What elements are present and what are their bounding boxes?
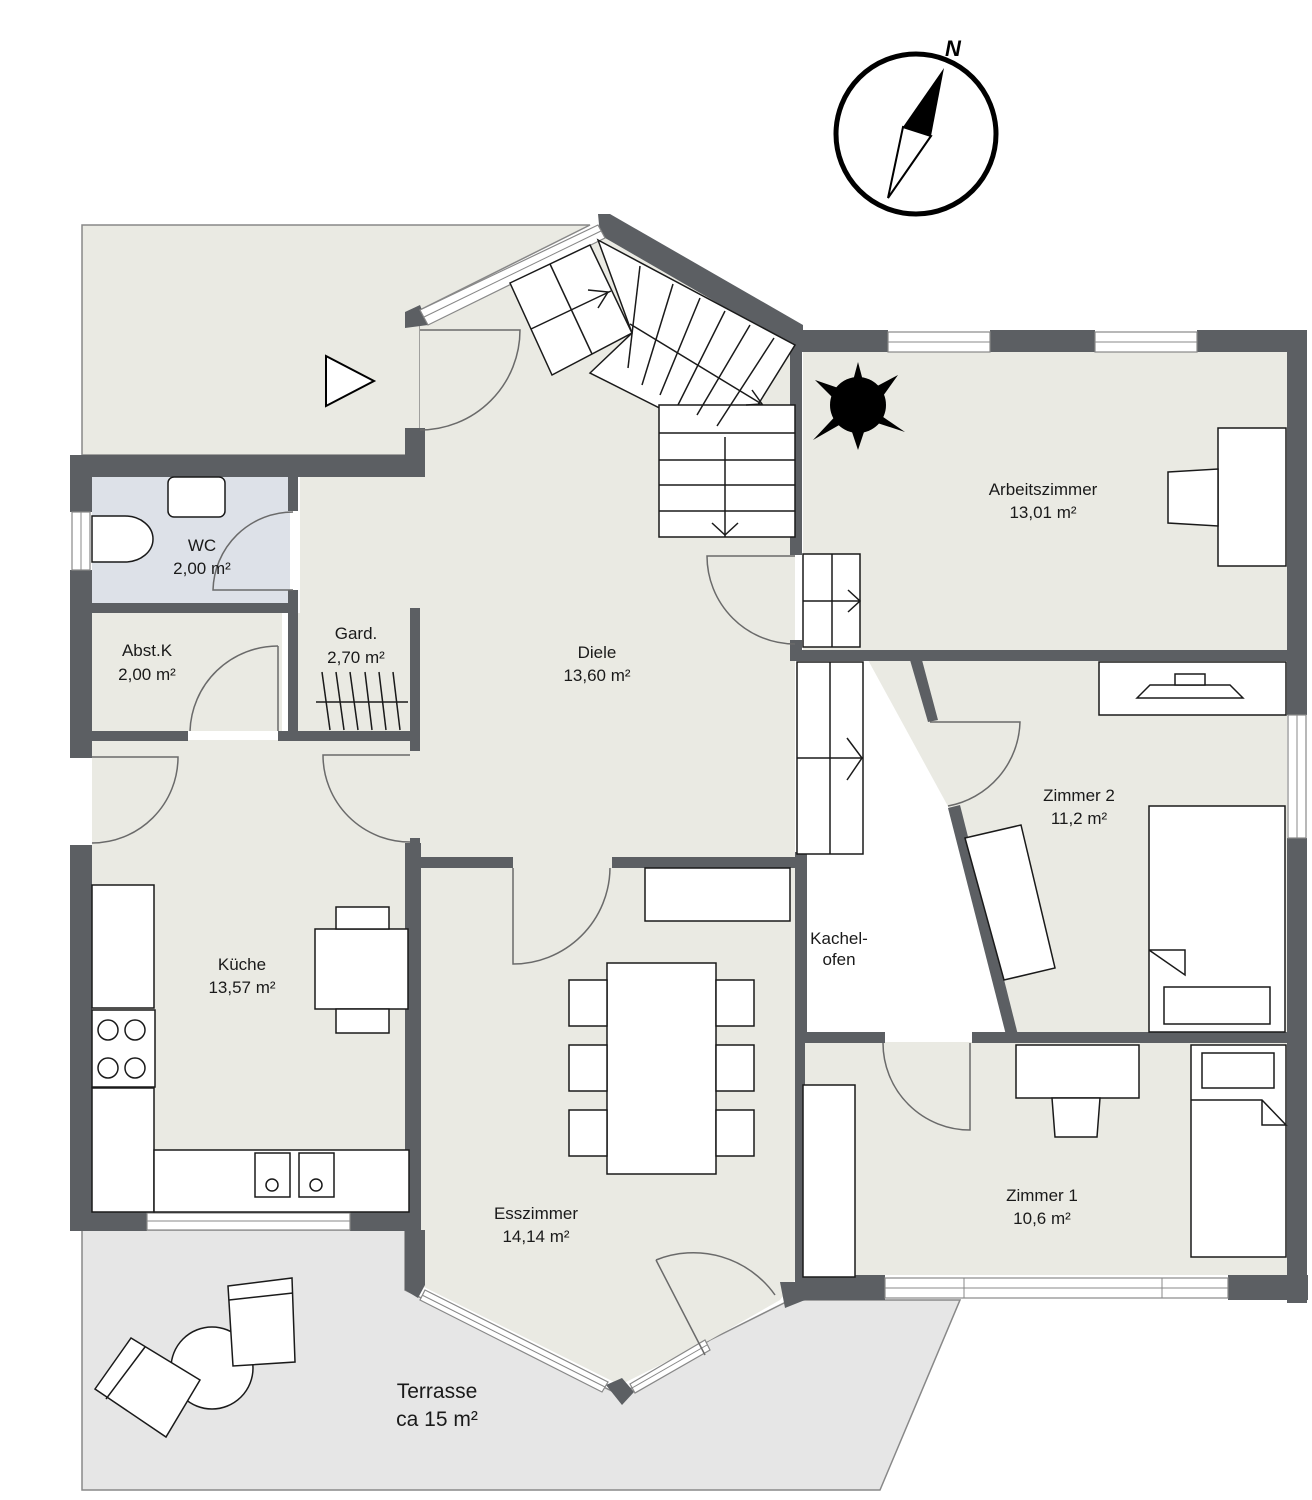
plant-icon bbox=[813, 362, 905, 450]
sink-icon bbox=[167, 476, 226, 518]
abstk-area: 2,00 m² bbox=[118, 665, 176, 684]
wc-door[interactable] bbox=[212, 511, 294, 591]
north-arrow-icon bbox=[903, 68, 944, 136]
room-labels: WC 2,00 m² Abst.K 2,00 m² Gard. 2,70 m² … bbox=[118, 480, 1115, 1431]
abstk-door[interactable] bbox=[189, 645, 279, 732]
sofa bbox=[964, 824, 1056, 981]
diele-name: Diele bbox=[578, 643, 617, 662]
kachelofen-line2: ofen bbox=[822, 950, 855, 969]
desk bbox=[1217, 427, 1287, 567]
doors bbox=[91, 329, 1021, 1356]
zimmer1-door[interactable] bbox=[882, 1042, 971, 1131]
wardrobe-hangers-icon bbox=[321, 671, 401, 731]
wc-area: 2,00 m² bbox=[173, 559, 231, 578]
zimmer2-area: 11,2 m² bbox=[1051, 809, 1108, 828]
dining-table bbox=[606, 962, 717, 1175]
sideboard bbox=[644, 867, 791, 922]
zimmer1-name: Zimmer 1 bbox=[1006, 1186, 1078, 1205]
sunlounger-1 bbox=[227, 1277, 296, 1367]
kueche-name: Küche bbox=[218, 955, 266, 974]
terrasse-area: ca 15 m² bbox=[396, 1408, 478, 1431]
gard-name: Gard. bbox=[335, 624, 378, 643]
desk-zimmer1 bbox=[1015, 1044, 1140, 1099]
kueche-door[interactable] bbox=[91, 756, 179, 844]
arbeitszimmer-area: 13,01 m² bbox=[1009, 503, 1076, 522]
south-arrow-icon bbox=[887, 125, 933, 199]
entrance-door[interactable] bbox=[419, 329, 521, 431]
kueche-area: 13,57 m² bbox=[208, 978, 275, 997]
entrance-triangle-icon bbox=[325, 354, 377, 408]
wardrobe-zimmer1 bbox=[802, 1084, 856, 1278]
toilet-icon bbox=[91, 515, 154, 563]
desk-chair bbox=[1167, 468, 1219, 527]
wc-name: WC bbox=[188, 536, 216, 555]
windows bbox=[71, 224, 1307, 1394]
arbeitszimmer-name: Arbeitszimmer bbox=[989, 480, 1098, 499]
compass-north-label: N bbox=[945, 36, 962, 61]
kachelofen-box bbox=[803, 862, 870, 1032]
furniture bbox=[91, 362, 1288, 1439]
compass: N bbox=[833, 36, 999, 217]
zimmer2-door[interactable] bbox=[930, 721, 1021, 807]
kitchen-counter bbox=[91, 884, 155, 1009]
zimmer1-area: 10,6 m² bbox=[1013, 1209, 1071, 1228]
staircase bbox=[509, 238, 797, 538]
diele-area: 13,60 m² bbox=[563, 666, 630, 685]
terrace-door[interactable] bbox=[655, 1252, 776, 1356]
esszimmer-name: Esszimmer bbox=[494, 1204, 578, 1223]
kitchen-table bbox=[314, 928, 409, 1010]
esszimmer-area: 14,14 m² bbox=[502, 1227, 569, 1246]
kachelofen-line1: Kachel- bbox=[810, 929, 868, 948]
terrasse-name: Terrasse bbox=[397, 1380, 478, 1403]
zimmer2-name: Zimmer 2 bbox=[1043, 786, 1115, 805]
abstk-name: Abst.K bbox=[122, 641, 173, 660]
walls bbox=[70, 214, 1308, 1405]
sunlounger-2 bbox=[93, 1336, 202, 1439]
arbeitszimmer-door[interactable] bbox=[706, 555, 796, 645]
gard-area: 2,70 m² bbox=[327, 648, 385, 667]
esszimmer-door[interactable] bbox=[512, 867, 611, 965]
abstk-floor bbox=[92, 613, 282, 731]
stove-icon bbox=[91, 1009, 156, 1088]
diele-kueche-door[interactable] bbox=[322, 754, 411, 843]
gard-floor bbox=[298, 613, 410, 731]
